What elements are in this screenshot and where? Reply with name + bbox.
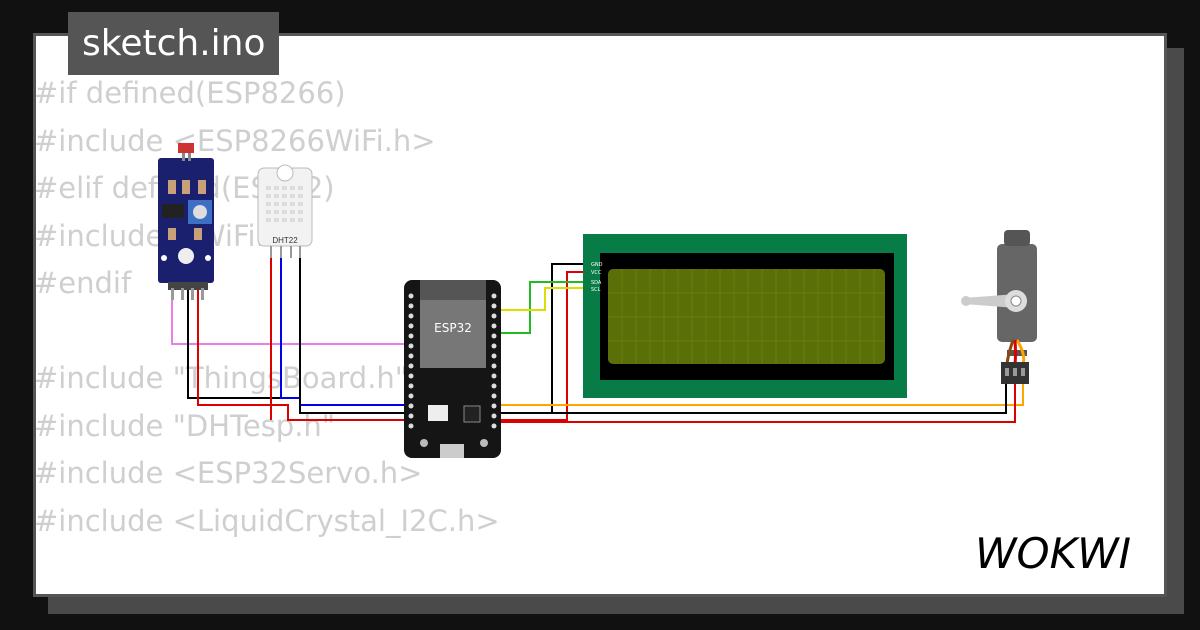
lcd-display[interactable]: GND VCC SDA SCL	[583, 234, 907, 398]
lcd-pin-sda: SDA	[591, 280, 602, 286]
wire-servo-pwm	[497, 382, 1024, 406]
code-line: #include <ESP32Servo.h>	[34, 456, 423, 490]
wire-ldr-vcc	[197, 290, 408, 421]
code-line: #if defined(ESP8266)	[34, 76, 346, 110]
wokwi-logo-text: WOKWI	[975, 529, 1131, 576]
code-line: #include "DHTesp.h"	[34, 408, 336, 443]
dht22-sensor[interactable]: DHT22	[257, 164, 313, 258]
wire-servo-gnd	[497, 382, 1007, 414]
ldr-module[interactable]	[158, 143, 214, 300]
wire-ldr-ao	[171, 290, 408, 345]
code-line: #include <ESP8266WiFi.h>	[34, 123, 436, 158]
code-line: #endif	[34, 266, 132, 300]
esp32-label: ESP32	[434, 321, 472, 335]
wires	[171, 255, 1024, 423]
wokwi-logo: WOKWI	[975, 529, 1131, 576]
code-line: #include "ThingsBoard.h"	[34, 361, 409, 395]
lcd-pin-scl: SCL	[591, 287, 601, 293]
dht22-label: DHT22	[272, 236, 298, 245]
servo-motor[interactable]	[961, 230, 1037, 384]
sketch-file-title: sketch.ino	[68, 12, 280, 75]
wire-lcd-scl	[497, 287, 590, 311]
esp32-board[interactable]: ESP32	[404, 280, 501, 458]
wire-lcd-vcc	[497, 271, 590, 421]
lcd-pin-vcc: VCC	[591, 270, 602, 276]
wire-ldr-gnd	[187, 290, 408, 414]
lcd-pin-gnd: GND	[591, 262, 603, 268]
wire-servo-vcc	[497, 382, 1016, 423]
wire-lcd-sda	[497, 281, 590, 334]
wire-lcd-gnd	[497, 263, 590, 414]
code-line: #include <LiquidCrystal_I2C.h>	[34, 503, 500, 538]
